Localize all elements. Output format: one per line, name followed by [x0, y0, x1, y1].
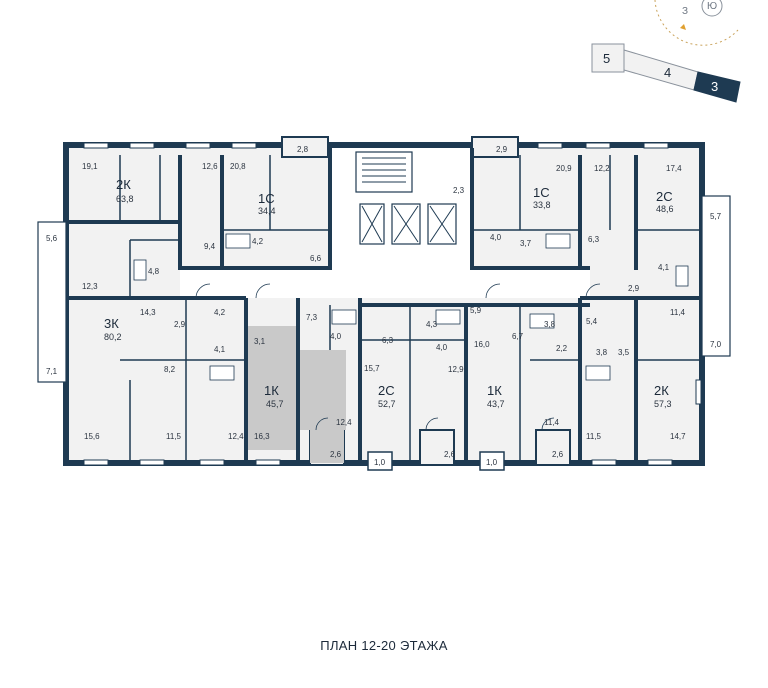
- room-area: 3,8: [544, 320, 556, 329]
- room-area: 4,2: [214, 308, 226, 317]
- room-area: 3,7: [520, 239, 532, 248]
- room-area: 6,3: [382, 336, 394, 345]
- room-area: 17,4: [666, 164, 682, 173]
- room-area: 15,7: [364, 364, 380, 373]
- room-area: 4,0: [330, 332, 342, 341]
- room-area: 4,0: [490, 233, 502, 242]
- section-5-label: 5: [603, 51, 610, 66]
- apartment-highlight[interactable]: [248, 326, 298, 450]
- room-area: 6,3: [588, 235, 600, 244]
- room-area: 6,7: [512, 332, 524, 341]
- apartment-type: 2К: [116, 177, 131, 192]
- plan-title: ПЛАН 12-20 ЭТАЖА: [320, 638, 448, 653]
- room-area: 4,8: [148, 267, 160, 276]
- apartment-area: 57,3: [654, 399, 672, 409]
- apartment-labels: 2К 63,8 1С 34,4 1С 33,8 2С 48,6 3К 80,2 …: [104, 177, 674, 409]
- room-area: 1,0: [486, 458, 498, 467]
- room-area: 7,3: [306, 313, 318, 322]
- room-area: 8,2: [164, 365, 176, 374]
- room-area: 11,4: [670, 308, 686, 317]
- room-area: 2,6: [444, 450, 456, 459]
- room-area: 20,9: [556, 164, 572, 173]
- room-area: 7,1: [46, 367, 58, 376]
- room-area: 11,4: [544, 418, 560, 427]
- section-4-block[interactable]: [623, 49, 699, 91]
- room-area: 7,0: [710, 340, 722, 349]
- apartment-type: 1К: [264, 383, 279, 398]
- room-area: 2,3: [453, 186, 465, 195]
- apartment-area: 34,4: [258, 206, 276, 216]
- room-area: 2,9: [628, 284, 640, 293]
- room-area: 12,4: [228, 432, 244, 441]
- room-area: 5,9: [470, 306, 482, 315]
- room-area: 3,8: [596, 348, 608, 357]
- section-keyplan: 5 4 3: [591, 43, 741, 103]
- room-area: 12,9: [448, 365, 464, 374]
- room-area: 4,3: [426, 320, 438, 329]
- room-area: 2,2: [556, 344, 568, 353]
- section-3-block[interactable]: [693, 71, 741, 103]
- room-area: 15,6: [84, 432, 100, 441]
- room-area: 2,9: [174, 320, 186, 329]
- room-area: 5,7: [710, 212, 722, 221]
- room-area: 3,1: [254, 337, 266, 346]
- room-area: 6,6: [310, 254, 322, 263]
- room-area: 11,5: [166, 432, 182, 441]
- room-area: 20,8: [230, 162, 246, 171]
- apartment-type: 2С: [378, 383, 395, 398]
- room-area: 4,0: [436, 343, 448, 352]
- room-area: 16,3: [254, 432, 270, 441]
- apartment-area: 52,7: [378, 399, 396, 409]
- room-area: 12,4: [336, 418, 352, 427]
- room-labels: 2,8 2,9 19,1 12,6 20,8 2,3 20,9 12,2 17,…: [46, 145, 722, 467]
- apartment-area: 45,7: [266, 399, 284, 409]
- apartment-area: 63,8: [116, 194, 134, 204]
- room-area: 12,3: [82, 282, 98, 291]
- room-area: 5,6: [46, 234, 58, 243]
- room-area: 3,5: [618, 348, 630, 357]
- room-area: 2,6: [330, 450, 342, 459]
- room-area: 4,1: [658, 263, 670, 272]
- room-area: 2,8: [297, 145, 309, 154]
- room-area: 9,4: [204, 242, 216, 251]
- compass: З Ю: [654, 0, 739, 46]
- room-area: 12,2: [594, 164, 610, 173]
- apartment-type: 2К: [654, 383, 669, 398]
- room-area: 11,5: [586, 432, 602, 441]
- compass-letter-west: З: [682, 6, 688, 17]
- compass-letter-south: Ю: [707, 1, 717, 12]
- apartment-area: 33,8: [533, 200, 551, 210]
- section-3-label: 3: [711, 79, 718, 94]
- room-area: 2,6: [552, 450, 564, 459]
- section-4-label: 4: [664, 65, 671, 80]
- room-area: 16,0: [474, 340, 490, 349]
- room-area: 4,1: [214, 345, 226, 354]
- room-area: 1,0: [374, 458, 386, 467]
- building: [37, 136, 731, 471]
- apartment-type: 3К: [104, 316, 119, 331]
- apartment-area: 48,6: [656, 204, 674, 214]
- room-area: 14,3: [140, 308, 156, 317]
- room-area: 14,7: [670, 432, 686, 441]
- apartment-area: 80,2: [104, 332, 122, 342]
- apartment-type: 1К: [487, 383, 502, 398]
- apartment-area: 43,7: [487, 399, 505, 409]
- room-area: 2,9: [496, 145, 508, 154]
- apartment-type: 1С: [533, 185, 550, 200]
- room-area: 4,2: [252, 237, 264, 246]
- apartment-type: 2С: [656, 189, 673, 204]
- room-area: 19,1: [82, 162, 98, 171]
- room-area: 12,6: [202, 162, 218, 171]
- apartment-type: 1С: [258, 191, 275, 206]
- room-area: 5,4: [586, 317, 598, 326]
